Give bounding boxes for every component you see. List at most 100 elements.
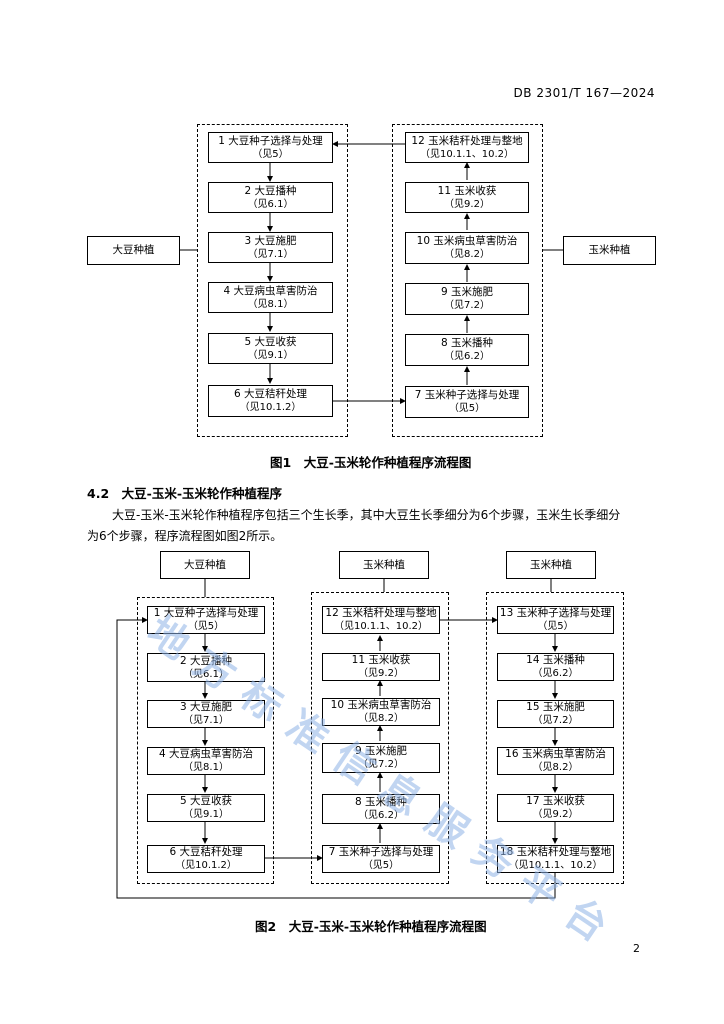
step-ref: （见5）	[362, 860, 400, 871]
step-title: 8 玉米播种	[354, 796, 408, 808]
step-ref: （见5）	[537, 621, 574, 632]
step-title: 13 玉米种子选择与处理	[499, 607, 612, 619]
fig2-step-7: 7 玉米种子选择与处理 （见5）	[322, 845, 440, 873]
step-ref: （见5）	[448, 403, 486, 414]
fig1-soybean-label: 大豆种植	[87, 236, 180, 265]
fig1-step-4: 4 大豆病虫草害防治 （见8.1）	[208, 282, 333, 313]
step-ref: （见9.1）	[247, 349, 294, 361]
step-title: 4 大豆病虫草害防治	[158, 748, 254, 760]
fig1-soybean-group	[197, 124, 348, 437]
step-ref: （见7.1）	[247, 248, 294, 260]
step-title: 4 大豆病虫草害防治	[223, 284, 318, 297]
step-ref: （见10.1.2）	[239, 402, 302, 413]
step-ref: （见5）	[187, 621, 225, 632]
step-ref: （见6.2）	[358, 810, 404, 821]
fig1-step-11: 11 玉米收获 （见9.2）	[405, 182, 529, 213]
fig1-corn-label-text: 玉米种植	[588, 244, 631, 256]
step-ref: （见6.2）	[532, 668, 579, 679]
step-title: 2 大豆播种	[179, 654, 233, 667]
step-ref: （见10.1.2）	[175, 860, 237, 871]
step-title: 16 玉米病虫草害防治	[505, 748, 606, 760]
step-ref: （见8.2）	[358, 713, 404, 724]
fig2-col1-label-text: 大豆种植	[184, 558, 226, 571]
fig1-step-8: 8 玉米播种 （见6.2）	[405, 334, 529, 366]
fig2-step-14: 14 玉米播种 （见6.2）	[497, 653, 614, 681]
step-title: 9 玉米施肥	[354, 745, 408, 757]
fig2-step-10: 10 玉米病虫草害防治 （见8.2）	[322, 698, 440, 726]
fig2-caption: 图2 大豆-玉米-玉米轮作种植程序流程图	[255, 919, 487, 934]
fig2-col1-label: 大豆种植	[160, 551, 250, 579]
step-title: 14 玉米播种	[526, 654, 585, 666]
step-title: 17 玉米收获	[526, 795, 585, 807]
step-title: 3 大豆施肥	[244, 234, 297, 247]
paragraph-line-1: 大豆-玉米-玉米轮作种植程序包括三个生长季，其中大豆生长季细分为6个步骤，玉米生…	[112, 508, 621, 522]
fig2-step-8: 8 玉米播种 （见6.2）	[322, 794, 440, 824]
fig2-step-18: 18 玉米秸秆处理与整地 （见10.1.1、10.2）	[497, 845, 614, 873]
section-heading: 4.2 大豆-玉米-玉米轮作种植程序	[87, 483, 282, 502]
step-title: 11 玉米收获	[437, 184, 497, 197]
fig1-corn-group	[392, 124, 543, 437]
step-ref: （见9.2）	[358, 668, 404, 679]
step-ref: （见8.2）	[444, 249, 490, 260]
step-title: 12 玉米秸秆处理与整地	[325, 607, 437, 619]
step-title: 7 玉米种子选择与处理	[414, 389, 520, 401]
step-ref: （见8.1）	[247, 298, 294, 310]
fig2-step-5: 5 大豆收获 （见9.1）	[147, 794, 265, 822]
step-ref: （见7.2）	[358, 759, 404, 770]
fig1-step-7: 7 玉米种子选择与处理 （见5）	[405, 386, 529, 418]
step-ref: （见6.1）	[183, 668, 229, 680]
section-paragraph: 大豆-玉米-玉米轮作种植程序包括三个生长季，其中大豆生长季细分为6个步骤，玉米生…	[87, 505, 667, 547]
step-title: 3 大豆施肥	[179, 701, 233, 713]
fig2-col2-label-text: 玉米种植	[363, 558, 405, 571]
step-ref: （见6.1）	[247, 198, 294, 210]
fig1-soybean-label-text: 大豆种植	[112, 244, 155, 256]
step-ref: （见6.2）	[444, 351, 490, 362]
paragraph-line-2: 为6个步骤，程序流程图如图2所示。	[87, 529, 283, 543]
fig2-step-12: 12 玉米秸秆处理与整地 （见10.1.1、10.2）	[322, 606, 440, 634]
fig2-step-15: 15 玉米施肥 （见7.2）	[497, 700, 614, 728]
fig2-step-9: 9 玉米施肥 （见7.2）	[322, 743, 440, 773]
fig2-step-11: 11 玉米收获 （见9.2）	[322, 653, 440, 681]
fig2-col2-group	[311, 592, 449, 884]
fig2-col1-group	[137, 597, 274, 884]
step-title: 1 大豆种子选择与处理	[153, 607, 259, 619]
fig2-col2-label: 玉米种植	[339, 551, 429, 579]
fig1-step-10: 10 玉米病虫草害防治 （见8.2）	[405, 232, 529, 264]
step-title: 10 玉米病虫草害防治	[416, 235, 518, 247]
fig2-step-16: 16 玉米病虫草害防治 （见8.2）	[497, 747, 614, 775]
step-ref: （见9.2）	[532, 809, 579, 820]
section-number: 4.2	[87, 486, 110, 501]
fig2-col3-label-text: 玉米种植	[530, 558, 572, 571]
fig2-col3-label: 玉米种植	[506, 551, 596, 579]
fig2-step-6: 6 大豆秸秆处理 （见10.1.2）	[147, 845, 265, 873]
fig2-step-17: 17 玉米收获 （见9.2）	[497, 794, 614, 822]
step-title: 18 玉米秸秆处理与整地	[499, 846, 612, 858]
step-ref: （见7.2）	[532, 715, 579, 726]
step-ref: （见9.2）	[444, 198, 490, 210]
step-title: 1 大豆种子选择与处理	[218, 134, 323, 147]
step-title: 9 玉米施肥	[440, 286, 494, 298]
step-title: 7 玉米种子选择与处理	[328, 846, 434, 858]
fig2-step-3: 3 大豆施肥 （见7.1）	[147, 700, 265, 728]
step-ref: （见7.1）	[183, 715, 229, 726]
fig1-step-12: 12 玉米秸秆处理与整地 （见10.1.1、10.2）	[405, 132, 529, 163]
fig1-step-3: 3 大豆施肥 （见7.1）	[208, 232, 333, 263]
step-title: 5 大豆收获	[179, 795, 233, 807]
step-ref: （见10.1.1、10.2）	[419, 148, 515, 160]
step-title: 11 玉米收获	[351, 654, 411, 666]
fig1-step-6: 6 大豆秸秆处理 （见10.1.2）	[208, 385, 333, 417]
fig2-step-4: 4 大豆病虫草害防治 （见8.1）	[147, 747, 265, 775]
step-title: 6 大豆秸秆处理	[169, 846, 243, 858]
step-title: 2 大豆播种	[244, 184, 297, 197]
step-title: 5 大豆收获	[244, 335, 297, 348]
section-title: 大豆-玉米-玉米轮作种植程序	[121, 486, 283, 501]
step-title: 6 大豆秸秆处理	[233, 388, 308, 400]
page-number: 2	[633, 942, 640, 955]
step-ref: （见9.1）	[183, 809, 229, 820]
fig1-step-2: 2 大豆播种 （见6.1）	[208, 182, 333, 213]
step-title: 15 玉米施肥	[526, 701, 585, 713]
step-ref: （见7.2）	[444, 300, 490, 311]
step-ref: （见8.1）	[183, 762, 229, 773]
fig2-step-1: 1 大豆种子选择与处理 （见5）	[147, 606, 265, 634]
step-ref: （见8.2）	[532, 762, 579, 773]
